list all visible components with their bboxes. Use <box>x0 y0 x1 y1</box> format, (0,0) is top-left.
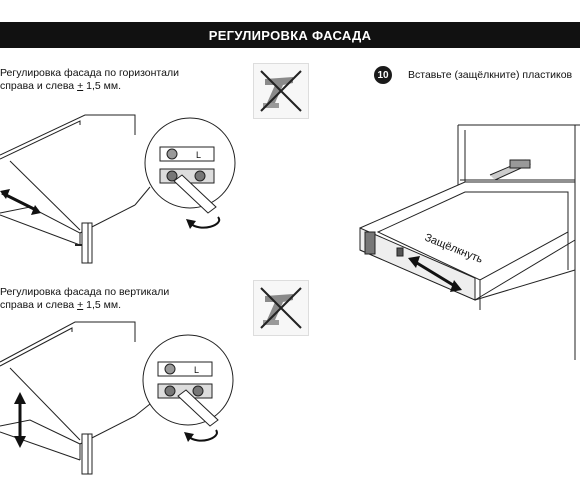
drawer-insert-illustration: Защёлкнуть <box>359 124 580 360</box>
magnifier-callout: L <box>134 117 236 214</box>
plus-minus-sign: + <box>77 299 84 311</box>
step-1-line-1: Регулировка фасада по горизонтали <box>0 67 179 79</box>
magnifier-callout: L <box>134 334 234 427</box>
step-10-caption: Вставьте (защёлкните) пластиков <box>408 69 573 81</box>
rotate-arrow-icon <box>186 216 221 229</box>
hinge-label: L <box>196 150 201 160</box>
double-arrow-icon <box>0 189 41 215</box>
drawer-horizontal-adjust-illustration: L <box>0 114 236 264</box>
step-2-line-1: Регулировка фасада по вертикали <box>0 286 170 298</box>
hinge-label: L <box>194 365 199 375</box>
drawer-vertical-adjust-illustration: L <box>0 321 234 475</box>
section-title: РЕГУЛИРОВКА ФАСАДА <box>208 27 372 43</box>
step-2-line-2: справа и слева + 1,5 мм. <box>0 299 121 311</box>
step-10-badge: 10 <box>374 66 392 84</box>
section-title-banner: РЕГУЛИРОВКА ФАСАДА <box>0 22 580 48</box>
rotate-arrow-icon <box>184 429 218 442</box>
plus-minus-sign: + <box>77 80 84 92</box>
step-1-line-2: справа и слева + 1,5 мм. <box>0 80 121 92</box>
step-1-caption: Регулировка фасада по горизонтали справа… <box>0 67 179 93</box>
double-arrow-icon <box>14 392 26 448</box>
crossed-screwdriver-icon <box>253 280 309 336</box>
crossed-screwdriver-icon <box>253 63 309 119</box>
double-arrow-icon <box>408 256 462 292</box>
step-2-caption: Регулировка фасада по вертикали справа и… <box>0 286 169 312</box>
